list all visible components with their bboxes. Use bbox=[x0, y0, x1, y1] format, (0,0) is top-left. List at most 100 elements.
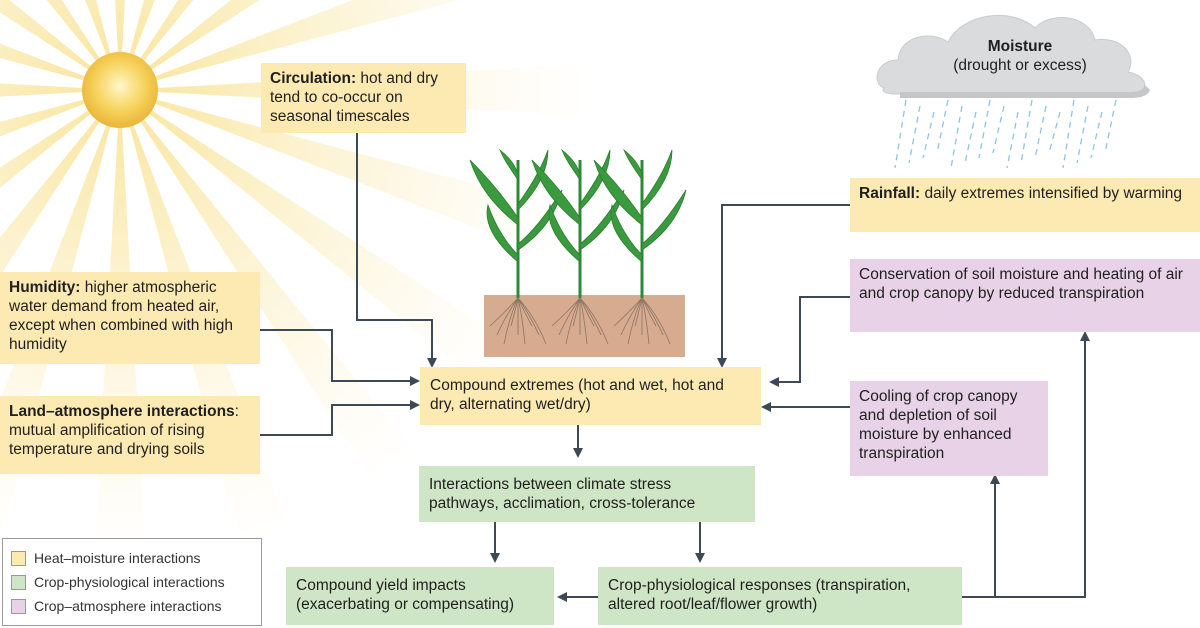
root bbox=[634, 297, 643, 327]
cloud-label: Moisture (drought or excess) bbox=[930, 37, 1110, 75]
circulation-box: Circulation: hot and dry tend to co-occu… bbox=[261, 63, 466, 133]
maize-leaf bbox=[623, 148, 643, 182]
root bbox=[510, 297, 519, 327]
yield-impacts-box: Compound yield impacts (exacerbating or … bbox=[286, 567, 554, 625]
rain-drop bbox=[922, 111, 935, 159]
rain-drop bbox=[1090, 111, 1103, 159]
sun-ray bbox=[131, 0, 460, 87]
maize-plant-icon bbox=[469, 148, 687, 357]
legend-swatch bbox=[11, 574, 26, 590]
root bbox=[613, 297, 643, 327]
root bbox=[551, 297, 581, 327]
legend-item-crop-atmosphere: Crop–atmosphere interactions bbox=[11, 594, 261, 618]
root bbox=[517, 297, 540, 336]
maize-leaf bbox=[641, 189, 687, 251]
root bbox=[620, 297, 643, 336]
rain-drop bbox=[1006, 111, 1019, 169]
maize-leaf bbox=[499, 148, 519, 182]
humidity-text: higher atmospheric water demand from hea… bbox=[9, 279, 234, 353]
cloud-subtitle: (drought or excess) bbox=[953, 57, 1087, 74]
interactions-text: Interactions between climate stress path… bbox=[429, 476, 696, 512]
rain-drop bbox=[936, 99, 949, 154]
legend-label: Crop–atmosphere interactions bbox=[34, 598, 222, 614]
maize-leaf bbox=[641, 149, 673, 211]
maize-leaf bbox=[579, 189, 625, 251]
rain-drop bbox=[992, 105, 1005, 154]
rain-drop bbox=[1104, 99, 1117, 154]
root bbox=[496, 297, 519, 336]
cloud-icon bbox=[876, 14, 1150, 169]
root bbox=[517, 297, 547, 345]
maize-leaf bbox=[531, 159, 581, 226]
root bbox=[579, 297, 595, 327]
cloud-title: Moisture bbox=[987, 38, 1053, 55]
legend-swatch bbox=[11, 550, 26, 566]
root bbox=[565, 297, 581, 345]
legend-label: Crop-physiological interactions bbox=[34, 574, 225, 590]
sun-ray bbox=[131, 93, 575, 260]
root bbox=[641, 297, 657, 327]
rainfall-box: Rainfall: daily extremes intensified by … bbox=[850, 178, 1200, 232]
land-atmosphere-heading: Land–atmosphere interactions bbox=[9, 403, 235, 420]
compound-extremes-box: Compound extremes (hot and wet, hot and … bbox=[420, 367, 761, 425]
cooling-text: Cooling of crop canopy and depletion of … bbox=[859, 388, 1018, 462]
rain-drop bbox=[950, 105, 963, 169]
sun-ray bbox=[0, 83, 109, 97]
sun-ray bbox=[0, 43, 109, 87]
sun-ray bbox=[126, 99, 417, 485]
maize-leaf bbox=[610, 203, 643, 263]
root bbox=[489, 297, 519, 327]
sun-ray bbox=[129, 0, 260, 84]
root bbox=[572, 297, 581, 327]
legend-swatch bbox=[11, 598, 26, 614]
connector-arrows bbox=[260, 133, 1090, 602]
rainfall-text: daily extremes intensified by warming bbox=[920, 185, 1183, 202]
maize-leaf bbox=[517, 149, 549, 211]
cooling-box: Cooling of crop canopy and depletion of … bbox=[850, 381, 1048, 476]
conservation-box: Conservation of soil moisture and heatin… bbox=[850, 259, 1200, 332]
maize-leaf bbox=[517, 189, 563, 251]
legend: Heat–moisture interactions Crop-physiolo… bbox=[2, 538, 262, 626]
humidity-heading: Humidity: bbox=[9, 279, 81, 296]
root bbox=[641, 297, 650, 345]
physiological-responses-text: Crop-physiological responses (transpirat… bbox=[608, 577, 911, 613]
interactions-box: Interactions between climate stress path… bbox=[419, 466, 755, 522]
maize-leaf bbox=[469, 159, 519, 226]
rain-drop bbox=[964, 111, 977, 164]
legend-label: Heat–moisture interactions bbox=[34, 550, 201, 566]
maize-leaf bbox=[561, 148, 581, 182]
rain-drop bbox=[978, 99, 991, 159]
legend-item-heat-moisture: Heat–moisture interactions bbox=[11, 546, 261, 570]
root bbox=[503, 297, 519, 345]
maize-leaf bbox=[579, 149, 611, 211]
rain-drop bbox=[894, 99, 907, 169]
root bbox=[579, 297, 609, 345]
legend-item-crop-physiological: Crop-physiological interactions bbox=[11, 570, 261, 594]
rain-drop bbox=[1034, 105, 1047, 159]
rain-drop bbox=[1020, 99, 1033, 164]
yield-impacts-text: Compound yield impacts (exacerbating or … bbox=[296, 577, 514, 613]
circulation-heading: Circulation: bbox=[270, 70, 357, 87]
sun-ray bbox=[0, 93, 109, 137]
maize-leaf bbox=[593, 159, 643, 226]
maize-leaf bbox=[548, 203, 581, 263]
root bbox=[517, 297, 533, 327]
root bbox=[641, 297, 671, 345]
sun-ray bbox=[0, 96, 111, 188]
root bbox=[641, 297, 664, 336]
physiological-responses-box: Crop-physiological responses (transpirat… bbox=[598, 567, 962, 625]
compound-extremes-text: Compound extremes (hot and wet, hot and … bbox=[430, 377, 724, 413]
rain-drop bbox=[1076, 105, 1089, 164]
maize-leaf bbox=[486, 203, 519, 263]
sun-ray bbox=[0, 99, 114, 276]
humidity-box: Humidity: higher atmospheric water deman… bbox=[0, 272, 260, 364]
sun-ray bbox=[129, 96, 515, 387]
sun-ray bbox=[0, 0, 111, 84]
circulation-text: hot and dry tend to co-occur on seasonal… bbox=[270, 70, 438, 125]
root bbox=[579, 297, 602, 336]
rainfall-heading: Rainfall: bbox=[859, 185, 921, 202]
rain-drop bbox=[1048, 111, 1061, 154]
land-atmosphere-box: Land–atmosphere interactions: mutual amp… bbox=[0, 396, 260, 474]
rain-drop bbox=[1062, 99, 1075, 169]
